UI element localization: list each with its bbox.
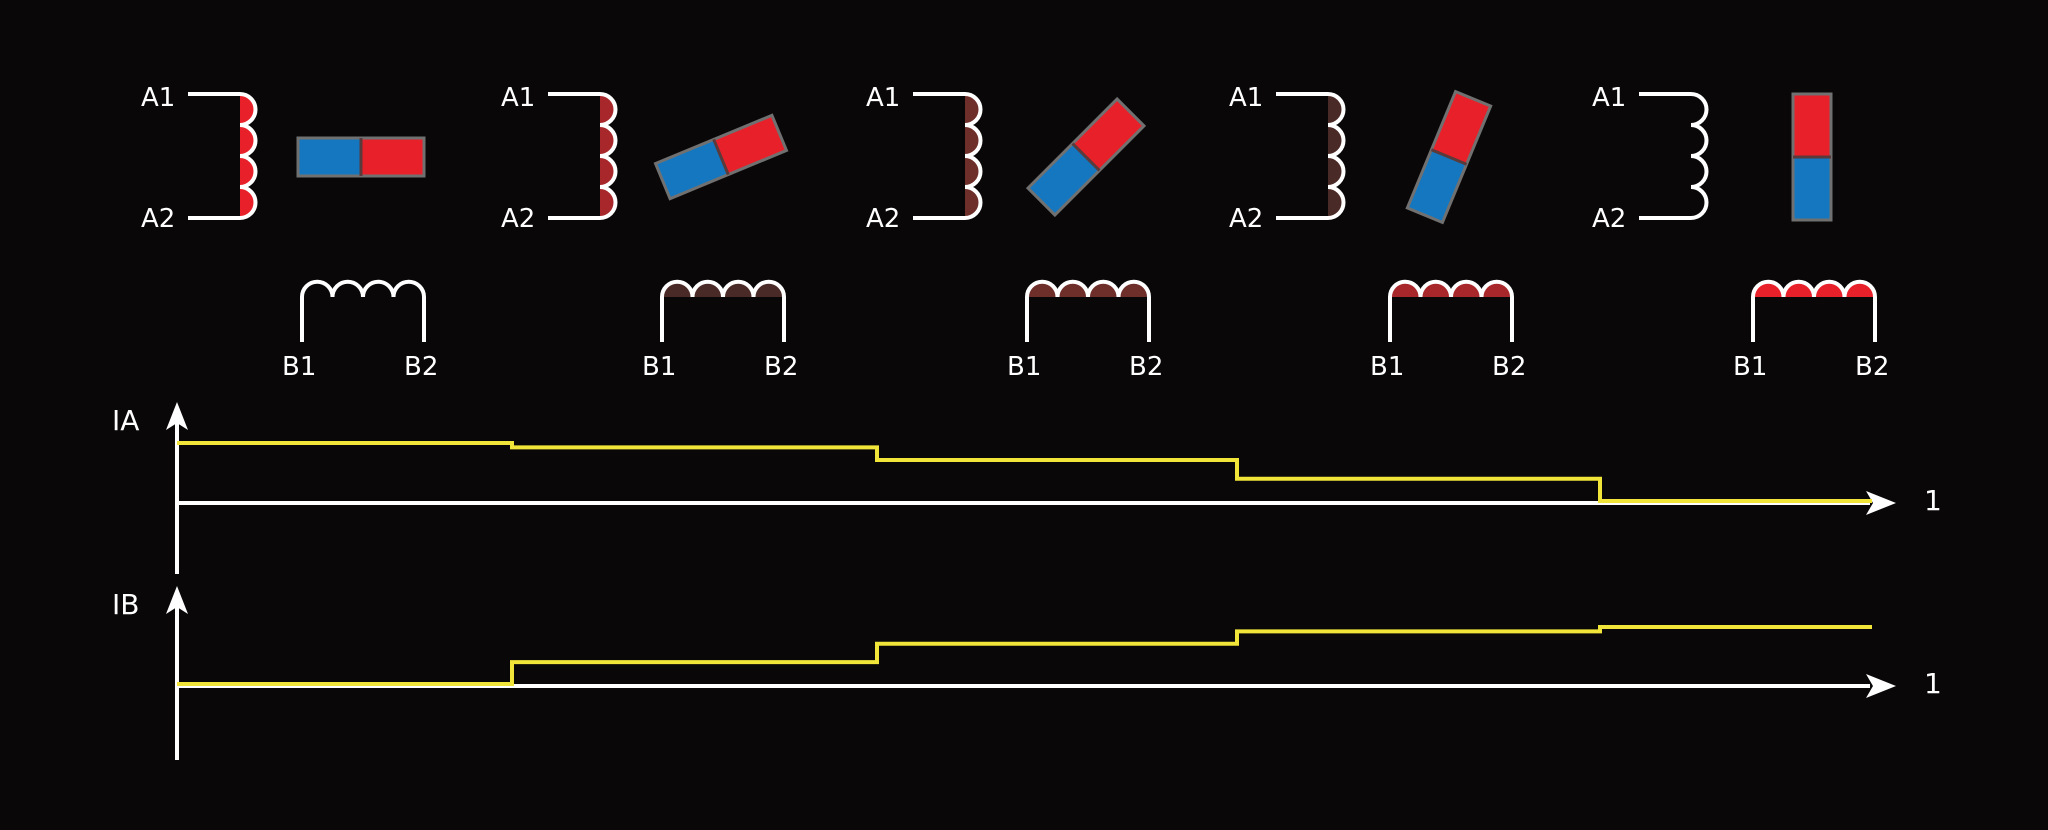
coil-b-right-label: B2	[1129, 352, 1163, 382]
coil-b-left-label: B1	[1007, 352, 1041, 382]
coil-b-wire	[660, 279, 786, 342]
magnet-north-pole	[1431, 91, 1491, 165]
magnet-outline	[653, 113, 789, 201]
ia-x-arrow-icon	[1866, 491, 1896, 515]
coil-a-top-label: A1	[866, 83, 900, 113]
ia-series-line	[177, 441, 1872, 503]
magnet-south-pole	[1028, 143, 1100, 215]
coil-a-bottom-label: A2	[1229, 204, 1263, 234]
coil-b: B1 B2	[1733, 279, 1889, 382]
rotor-magnet	[1405, 89, 1493, 225]
magnet-south-pole	[298, 138, 361, 176]
ib-chart: IB 1	[112, 586, 1942, 760]
coil-a-top-label: A1	[1229, 83, 1263, 113]
coil-a-top-label: A1	[501, 83, 535, 113]
ib-series-line	[177, 625, 1872, 686]
rotor-magnet	[1791, 92, 1833, 222]
ib-x-end-label: 1	[1924, 667, 1942, 700]
coil-a-bottom-label: A2	[141, 204, 175, 234]
coil-a-bottom-label: A2	[866, 204, 900, 234]
magnet-north-pole	[713, 115, 787, 175]
coil-a-wire	[188, 92, 258, 220]
coil-a-wire	[1276, 92, 1346, 220]
magnet-north-pole	[1072, 99, 1144, 171]
coil-b-wire	[1751, 279, 1877, 342]
rotor-magnet	[296, 136, 426, 178]
magnet-south-pole	[655, 139, 729, 199]
ib-y-arrow-icon	[166, 586, 188, 614]
coil-b-left-label: B1	[1370, 352, 1404, 382]
magnet-north-pole	[361, 138, 424, 176]
coil-b-right-label: B2	[404, 352, 438, 382]
magnet-divider	[1430, 148, 1468, 166]
coil-b-left-label: B1	[1733, 352, 1767, 382]
coil-a-bottom-label: A2	[501, 204, 535, 234]
ia-label: IA	[112, 404, 139, 437]
coil-a-wire	[1639, 92, 1709, 220]
coil-b: B1 B2	[282, 279, 438, 382]
coil-b-wire	[1025, 279, 1151, 342]
coil-b-right-label: B2	[764, 352, 798, 382]
magnet-divider	[1071, 142, 1101, 172]
coil-a-bottom-label: A2	[1592, 204, 1626, 234]
coil-b-wire	[1388, 279, 1514, 342]
coil-a-top-label: A1	[1592, 83, 1626, 113]
coil-b-left-label: B1	[642, 352, 676, 382]
magnet-outline	[1025, 96, 1147, 218]
coil-b: B1 B2	[1007, 279, 1163, 382]
rotor-magnet	[1025, 96, 1147, 218]
coil-b-left-label: B1	[282, 352, 316, 382]
coil-a-top-label: A1	[141, 83, 175, 113]
coil-b: B1 B2	[642, 279, 798, 382]
ib-label: IB	[112, 588, 139, 621]
ia-x-end-label: 1	[1924, 484, 1942, 517]
magnet-south-pole	[1793, 157, 1831, 220]
coil-b-right-label: B2	[1855, 352, 1889, 382]
coil-b-right-label: B2	[1492, 352, 1526, 382]
ia-y-arrow-icon	[166, 402, 188, 430]
coil-a-wire	[913, 92, 983, 220]
coil-b-wire	[300, 279, 426, 342]
coil-b: B1 B2	[1370, 279, 1526, 382]
magnet-south-pole	[1407, 149, 1467, 223]
ia-chart: IA 1	[112, 402, 1942, 574]
ib-x-arrow-icon	[1866, 674, 1896, 698]
magnet-north-pole	[1793, 94, 1831, 157]
magnet-divider	[712, 138, 730, 176]
rotor-magnet	[653, 113, 789, 201]
coil-a-wire	[548, 92, 618, 220]
